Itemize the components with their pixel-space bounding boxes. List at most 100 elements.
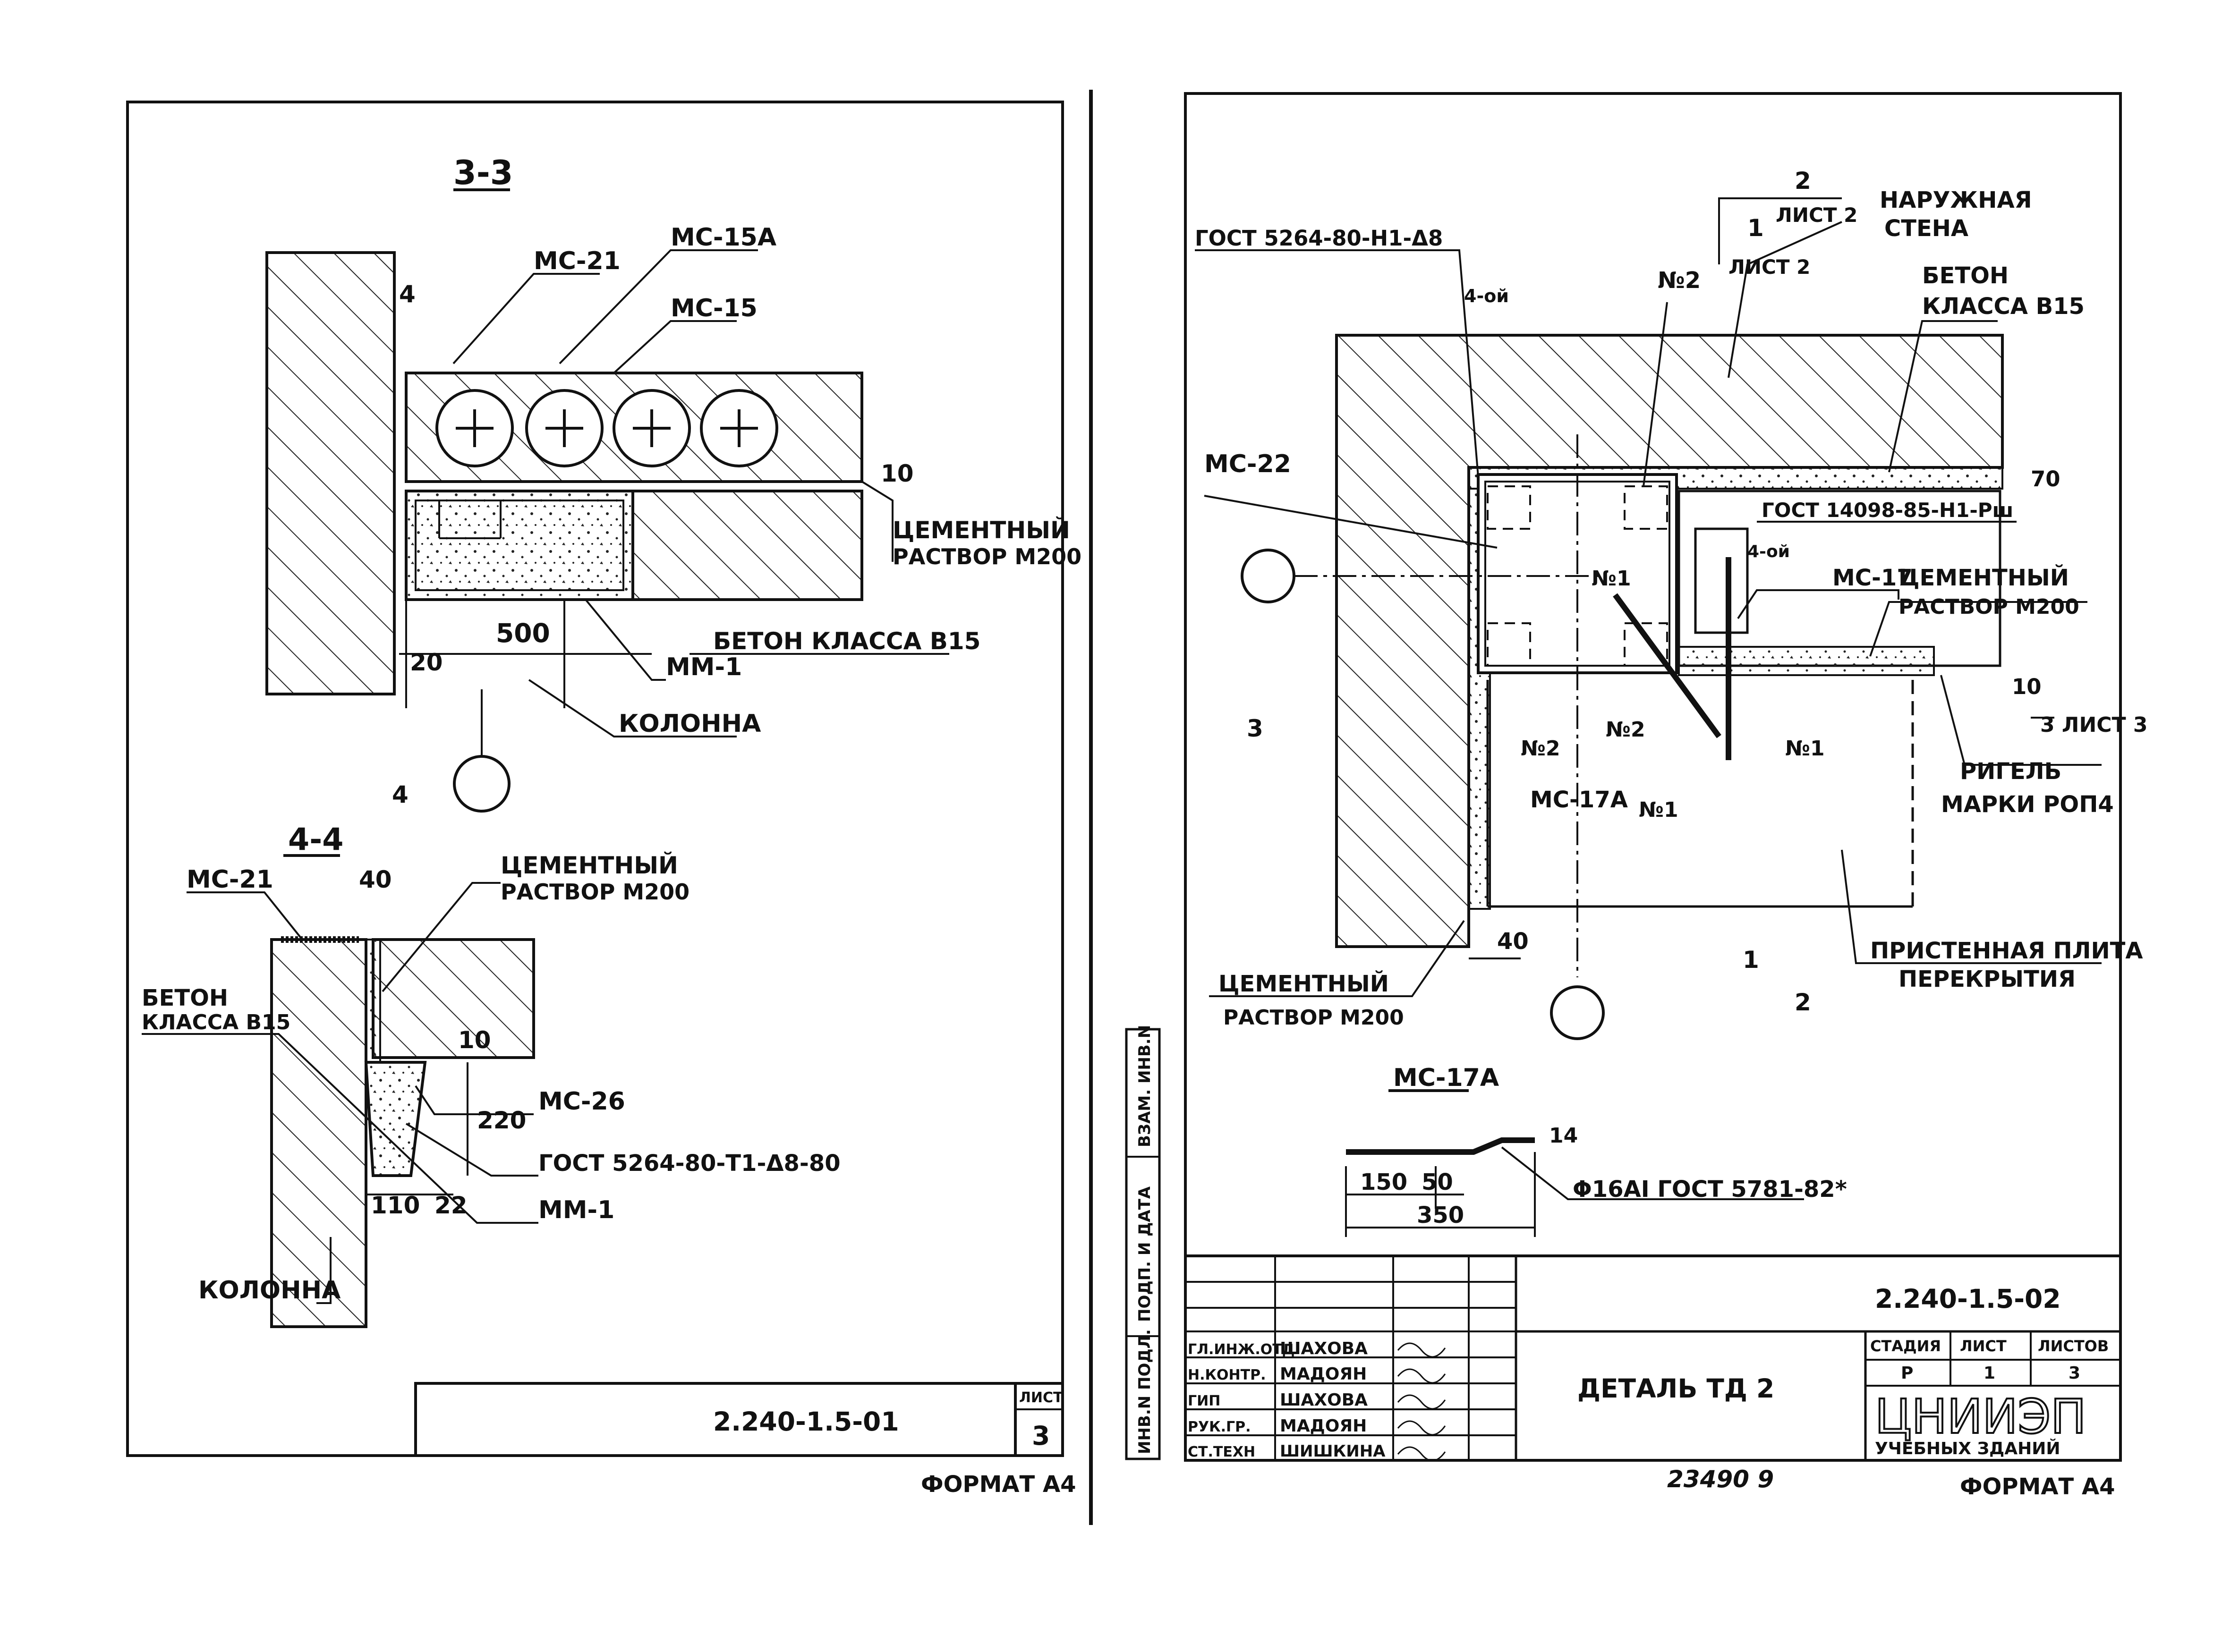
label-mortar-bl-2: РАСТВОР М200 <box>1223 1006 1404 1030</box>
label-mc21: МС-21 <box>534 247 621 275</box>
label-weld-top: 4-ой <box>1464 286 1509 306</box>
right-sheet: 70 10 40 ГОСТ 5264-80-Н1-Δ8 <box>1125 92 2148 1500</box>
label-column-4: КОЛОННА <box>198 1276 341 1305</box>
label-mc22: МС-22 <box>1204 450 1291 478</box>
right-sheet-code: 2.240-1.5-02 <box>1875 1284 2061 1314</box>
label-outer-wall-2: СТЕНА <box>1884 215 1968 242</box>
role-4: РУК.ГР. <box>1188 1419 1251 1435</box>
slab-4-4 <box>372 938 535 1059</box>
label-mortar-2: РАСТВОР М200 <box>893 544 1081 569</box>
label-concrete-4-1: БЕТОН <box>142 985 228 1011</box>
cut-3-left: 3 <box>1247 715 1263 742</box>
bottom-number: 23490 9 <box>1667 1466 1774 1493</box>
label-slab-1: ПРИСТЕННАЯ ПЛИТА <box>1870 938 2143 964</box>
label-rebar: Φ16АI ГОСТ 5781-82* <box>1573 1176 1847 1203</box>
dim-40: 40 <box>359 866 392 893</box>
dim-22: 22 <box>434 1192 468 1219</box>
name-3: ШАХОВА <box>1280 1390 1368 1410</box>
label-mc26: МС-26 <box>538 1087 625 1116</box>
role-1: ГЛ.ИНЖ.ОТД. <box>1188 1341 1300 1358</box>
label-mm1-4: ММ-1 <box>538 1196 614 1224</box>
label-beam-1: РИГЕЛЬ <box>1960 758 2061 785</box>
name-2: МАДОЯН <box>1280 1364 1367 1384</box>
section-4-4-title: 4-4 <box>288 822 343 857</box>
name-1: ШАХОВА <box>1280 1339 1368 1358</box>
dim-350: 350 <box>1417 1202 1464 1228</box>
label-mortar-bl-1: ЦЕМЕНТНЫЙ <box>1218 970 1389 997</box>
label-gost-4-4: ГОСТ 5264-80-Т1-Δ8-80 <box>538 1150 841 1177</box>
left-sheet-label: ЛИСТ <box>1019 1389 1063 1406</box>
dim-220: 220 <box>477 1107 526 1134</box>
label-weld-right: 4-ой <box>1747 542 1790 561</box>
dim-70: 70 <box>2031 466 2060 491</box>
name-5: ШИШКИНА <box>1280 1442 1386 1461</box>
org-subtitle: УЧЕБНЫХ ЗДАНИЙ <box>1875 1439 2060 1458</box>
stage-value: Р <box>1901 1364 1913 1383</box>
label-n1-right: №1 <box>1785 737 1825 761</box>
dim-10: 10 <box>881 460 914 487</box>
column-4-4 <box>270 938 367 1328</box>
label-column: КОЛОННА <box>619 710 761 738</box>
left-format: ФОРМАТ А4 <box>921 1471 1076 1498</box>
dim-20: 20 <box>410 649 443 676</box>
side-stamp-col1: ВЗАМ. ИНВ.N <box>1135 1025 1154 1147</box>
label-mortar-4-1: ЦЕМЕНТНЫЙ <box>501 851 678 879</box>
bar-mc17a <box>1613 593 1721 738</box>
column-wall <box>265 251 396 695</box>
label-n2-bl: №2 <box>1521 737 1560 761</box>
label-outer-wall-1: НАРУЖНАЯ <box>1880 187 2032 213</box>
sheet-label: ЛИСТ <box>1960 1337 2007 1355</box>
dim-10: 10 <box>458 1026 491 1054</box>
section-3-3-title: 3-3 <box>453 153 513 192</box>
mortar-right <box>1678 646 1935 676</box>
label-mortar-4-2: РАСТВОР М200 <box>501 879 690 905</box>
side-stamp-col3: ИНВ.N ПОДЛ. <box>1135 1329 1154 1454</box>
name-4: МАДОЯН <box>1280 1416 1367 1436</box>
part-mc17a: МС-17А 150 50 350 14 Φ16АI ГОСТ 5781-82* <box>1345 1064 1847 1237</box>
label-gost-top: ГОСТ 5264-80-Н1-Δ8 <box>1195 226 1443 251</box>
concrete-infill <box>405 490 634 601</box>
label-mc15a: МС-15А <box>671 223 776 252</box>
cut-1-sheet: ЛИСТ 2 <box>1728 255 1810 279</box>
left-sheet-number: 3 <box>1032 1421 1050 1451</box>
cut-3-right: 3 ЛИСТ 3 <box>2040 713 2148 737</box>
part-mc17a-title: МС-17А <box>1393 1064 1499 1092</box>
label-n1-bottom: №1 <box>1639 798 1678 822</box>
label-mc15: МС-15 <box>671 294 758 322</box>
beam-section <box>631 490 863 601</box>
label-concrete-1: БЕТОН <box>1922 263 2009 289</box>
label-gost-right: ГОСТ 14098-85-Н1-Рш <box>1762 499 2013 522</box>
org-logo: ЦНИИЭП <box>1875 1389 2086 1444</box>
right-format: ФОРМАТ А4 <box>1960 1474 2115 1500</box>
side-stamp-col2: ПОДП. И ДАТА <box>1135 1186 1154 1322</box>
label-mc21-4: МС-21 <box>187 865 273 894</box>
axis-marker <box>453 755 511 813</box>
label-concrete-b15: БЕТОН КЛАССА В15 <box>713 627 980 655</box>
label-mc17a: МС-17А <box>1530 787 1628 813</box>
cut-2-num: 2 <box>1795 167 1811 195</box>
label-mortar-r-2: РАСТВОР М200 <box>1898 595 2079 619</box>
left-sheet: 3-3 <box>126 90 1093 1525</box>
label-mm1: ММ-1 <box>666 653 742 681</box>
label-n1-center: №1 <box>1592 567 1631 591</box>
side-stamp: ВЗАМ. ИНВ.N ПОДП. И ДАТА ИНВ.N ПОДЛ. <box>1125 1025 1161 1460</box>
label-beam-2: МАРКИ РОП4 <box>1941 791 2114 818</box>
sheets-label: ЛИСТОВ <box>2038 1337 2109 1355</box>
role-2: Н.КОНТР. <box>1188 1367 1266 1383</box>
dim-40: 40 <box>1497 928 1529 955</box>
label-slab-2: ПЕРЕКРЫТИЯ <box>1898 966 2076 992</box>
cut-2-sheet: ЛИСТ 2 <box>1776 203 1857 227</box>
left-title-block: 2.240-1.5-01 ЛИСТ 3 <box>414 1382 1064 1457</box>
axis-marker-left <box>1241 549 1295 603</box>
stage-label: СТАДИЯ <box>1870 1337 1941 1355</box>
section-3-3: 3-3 <box>265 153 1081 813</box>
cut-4-label: 4 <box>392 781 409 808</box>
dim-50: 50 <box>1422 1169 1453 1195</box>
role-3: ГИП <box>1188 1393 1220 1409</box>
mortar-joint <box>365 939 381 1063</box>
section-4-4: 4-4 40 10 220 110 22 МС-21 ЦЕМЕНТН <box>142 822 841 1328</box>
dim-14: 14 <box>1549 1124 1578 1148</box>
label-mc17: МС-17 <box>1832 565 1913 591</box>
cut-2-bottom: 2 <box>1795 989 1811 1016</box>
